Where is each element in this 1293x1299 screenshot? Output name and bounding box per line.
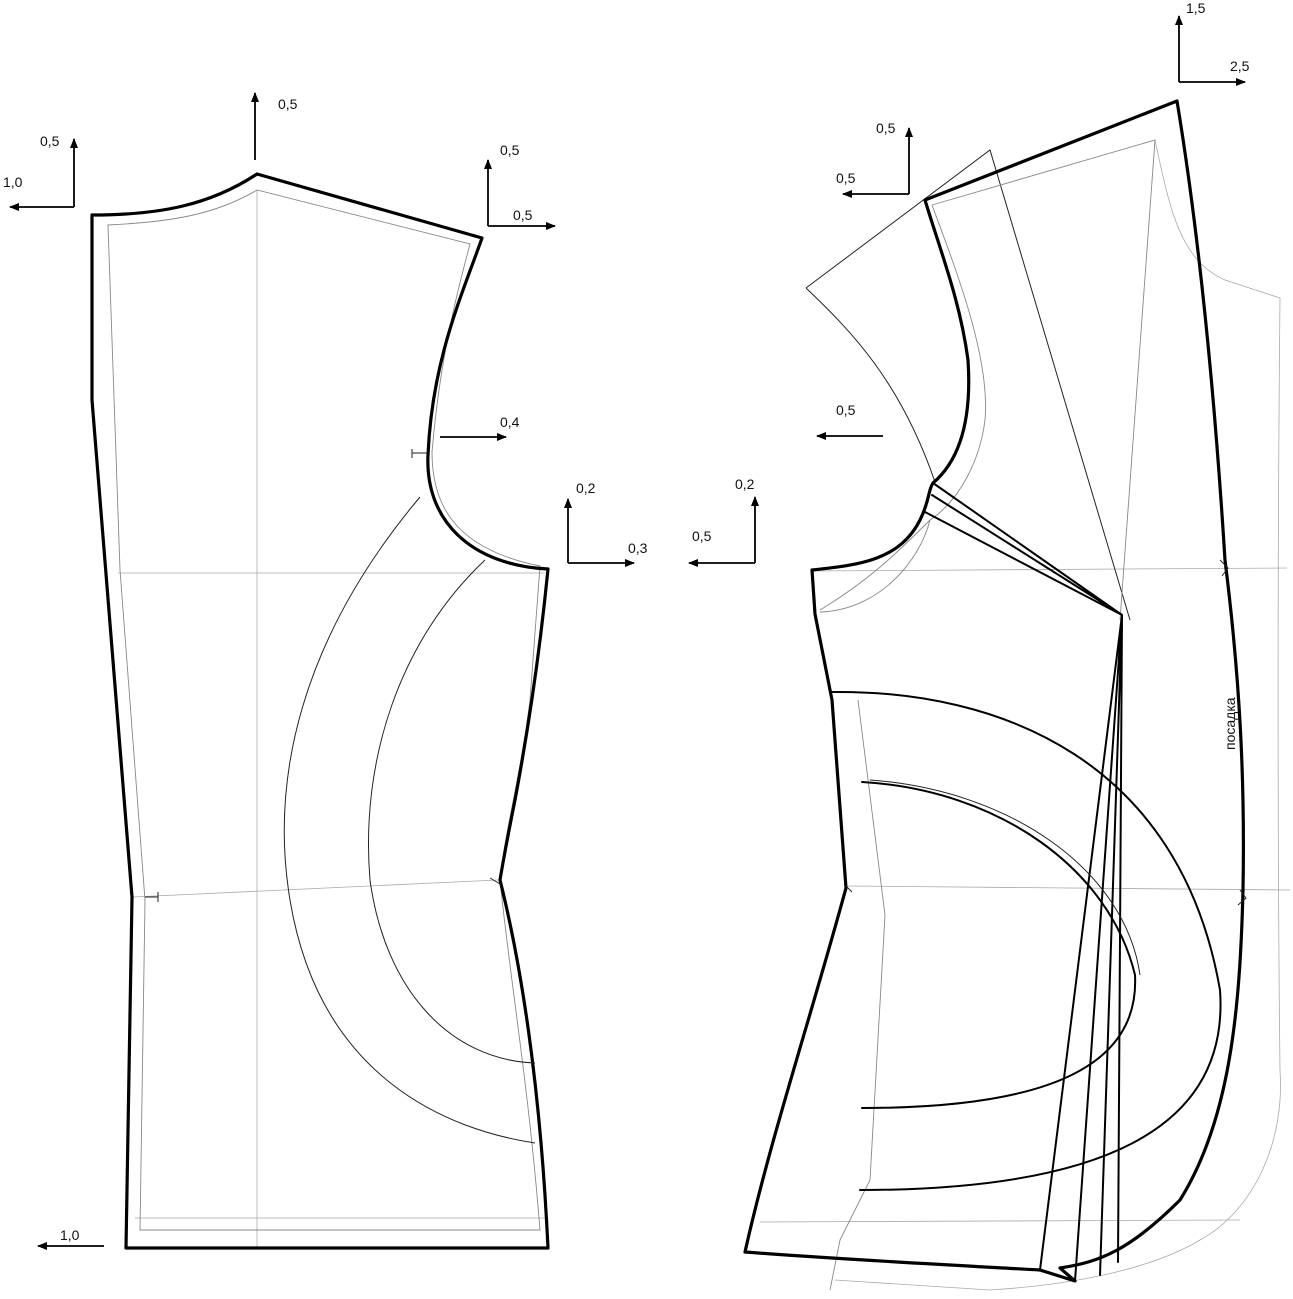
back-waist-grid-line — [132, 879, 499, 898]
back-arrows: 0,5 0,5 1,0 0,5 0,5 0,4 0,2 0,3 1,0 — [3, 92, 648, 1250]
front-panel-curve-outer — [831, 690, 1222, 1191]
front-rotated-shoulder — [805, 149, 1131, 621]
front-neck-right-label: 2,5 — [1230, 58, 1250, 74]
back-piece — [90, 172, 550, 1250]
front-panel-curve-inner — [861, 781, 1137, 1109]
back-side-up-label: 0,2 — [576, 480, 596, 496]
back-corner-left-label: 1,0 — [3, 174, 23, 190]
back-shoulder-up-label: 0,5 — [500, 142, 520, 158]
back-outline — [90, 172, 550, 1250]
back-shoulder-right-label: 0,5 — [513, 207, 533, 223]
back-top-up-label: 0,5 — [278, 96, 298, 112]
back-waist-notch-right — [489, 877, 501, 885]
back-corner-up-label: 0,5 — [40, 133, 60, 149]
back-waist-notch-left — [145, 892, 159, 902]
front-piece: посадка — [743, 99, 1291, 1291]
back-panel-curve-inner — [367, 559, 536, 1064]
front-hem-grid-line — [759, 1219, 1241, 1223]
front-shoulder-left-label: 0,5 — [836, 170, 856, 186]
front-shoulder-up-label: 0,5 — [876, 120, 896, 136]
front-original-side — [819, 519, 931, 1291]
front-waist-grid-line — [844, 885, 1291, 891]
back-panel-curve-outer — [283, 496, 536, 1144]
front-side-left-label: 0,5 — [692, 528, 712, 544]
front-lapel-extension — [834, 139, 1281, 1291]
front-waist-notch-left — [845, 885, 853, 893]
front-waist-notch-right — [1237, 889, 1247, 906]
front-original-outline — [819, 139, 1156, 621]
front-neck-up-label: 1,5 — [1186, 0, 1206, 16]
back-hem-left-label: 1,0 — [60, 1227, 80, 1243]
back-original-outline — [107, 189, 541, 1231]
front-arrows: 0,2 0,5 0,5 0,5 0,5 1,5 2,5 — [688, 0, 1250, 567]
front-panel-curve-inner-outline — [869, 779, 1141, 976]
front-ease-label: посадка — [1222, 697, 1238, 750]
back-side-right-label: 0,3 — [628, 540, 648, 556]
back-armhole-right-label: 0,4 — [500, 414, 520, 430]
front-armhole-left-label: 0,5 — [836, 402, 856, 418]
front-dart-lines — [924, 482, 1123, 1282]
front-side-up-label: 0,2 — [735, 476, 755, 492]
front-chest-notch — [1219, 559, 1229, 577]
back-armhole-notch — [411, 449, 428, 458]
